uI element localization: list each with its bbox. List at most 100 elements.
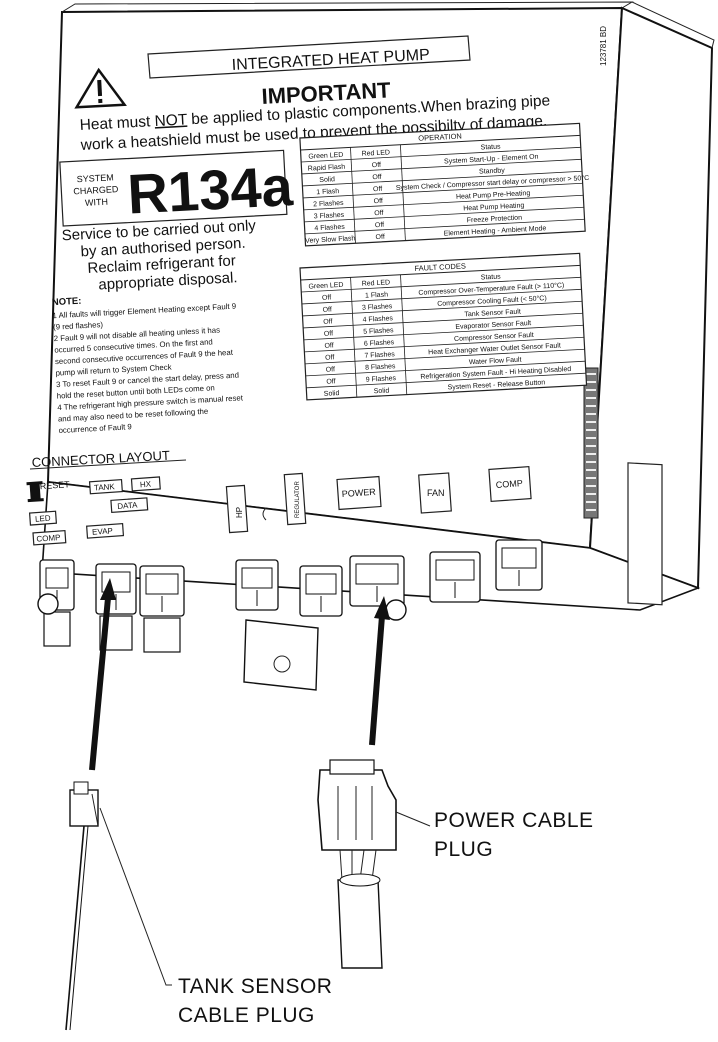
- operation-cell: Freeze Protection: [467, 214, 523, 224]
- side-code: 123781 BD: [599, 26, 608, 66]
- fault-cell: Off: [323, 318, 333, 325]
- connector-socket: [235, 559, 279, 611]
- operation-cell: 4 Flashes: [314, 224, 345, 233]
- connector-socket: [139, 565, 185, 653]
- tank-sensor-plug: [65, 781, 99, 1031]
- fault-header: Green LED: [308, 282, 343, 291]
- power-leader-line: [395, 811, 431, 827]
- note-line: occurrence of Fault 9: [58, 422, 132, 435]
- tank-box: [88, 478, 123, 495]
- fault-cell: 4 Flashes: [362, 315, 393, 324]
- operation-cell: 3 Flashes: [314, 212, 345, 221]
- comp-box: [488, 466, 532, 502]
- regulator-box: [283, 472, 307, 526]
- operation-header: Status: [481, 143, 502, 151]
- power-callout-line-1: POWER CABLE: [434, 809, 594, 832]
- fault-cell: Compressor Sensor Fault: [454, 332, 534, 343]
- reset-knob: [37, 593, 59, 615]
- fault-cell: 7 Flashes: [364, 351, 395, 360]
- fault-cell: Solid: [374, 387, 390, 395]
- tank-sensor-arrow: [89, 578, 116, 771]
- connector-layout-title: CONNECTOR LAYOUT: [31, 448, 170, 470]
- power-arrow: [369, 596, 390, 746]
- fault-cell: Water Flow Fault: [469, 357, 522, 367]
- note-line: (9 red flashes): [53, 320, 104, 332]
- tank-label: TANK: [94, 482, 116, 492]
- operation-cell: Off: [374, 210, 384, 217]
- tank-callout-line-1: TANK SENSOR: [178, 975, 333, 998]
- operation-cell: Solid: [319, 176, 335, 184]
- fault-cell: Off: [322, 294, 332, 301]
- operation-title: OPERATION: [418, 132, 462, 143]
- mounting-bracket: [243, 619, 319, 691]
- hp-box: [225, 484, 249, 534]
- fault-cell: 5 Flashes: [363, 327, 394, 336]
- refrigerant-box: SYSTEM CHARGED WITH R134a: [59, 149, 295, 227]
- fault-cell: Evaporator Sensor Fault: [455, 320, 531, 331]
- tank-callout-line-2: CABLE PLUG: [178, 1004, 315, 1027]
- fault-cell: Tank Sensor Fault: [464, 309, 521, 319]
- power-cable-callout: POWER CABLE PLUG: [434, 806, 594, 864]
- fault-cell: 1 Flash: [365, 291, 388, 299]
- power-callout-line-2: PLUG: [434, 838, 494, 861]
- fault-cell: Off: [324, 330, 334, 337]
- operation-cell: Off: [375, 222, 385, 229]
- fault-cell: Off: [324, 342, 334, 349]
- operation-cell: Heat Pump Pre-Heating: [456, 190, 531, 201]
- operation-cell: 1 Flash: [316, 188, 339, 196]
- fault-cell: 6 Flashes: [364, 339, 395, 348]
- led-label: LED: [35, 514, 51, 524]
- operation-header: Red LED: [361, 149, 390, 157]
- tank-sensor-callout: TANK SENSOR CABLE PLUG: [178, 972, 332, 1030]
- operation-cell: Off: [374, 198, 384, 205]
- fault-cell: 3 Flashes: [362, 303, 393, 312]
- fault-header: Red LED: [362, 279, 391, 287]
- connector-socket: [429, 551, 481, 603]
- fault-title: FAULT CODES: [414, 261, 466, 273]
- connector-socket: [299, 565, 343, 617]
- operation-cell: 2 Flashes: [313, 200, 344, 209]
- operation-cell: Rapid Flash: [308, 164, 346, 173]
- system-label-1: SYSTEM: [77, 172, 114, 184]
- power-label: POWER: [341, 487, 376, 499]
- fault-cell: Off: [322, 306, 332, 313]
- fault-cell: Solid: [324, 390, 340, 398]
- led-box: [28, 510, 58, 526]
- operation-cell: Off: [372, 174, 382, 181]
- connector-socket: [349, 555, 405, 607]
- evap-box: [86, 522, 125, 539]
- operation-cell: Very Slow Flash: [305, 235, 356, 245]
- refrigerant-code: R134a: [126, 154, 295, 226]
- system-label-3: WITH: [85, 197, 108, 208]
- side-vent: [583, 367, 663, 606]
- comp-small-label: COMP: [36, 533, 61, 544]
- comp-small-box: [32, 530, 67, 546]
- system-label-2: CHARGED: [73, 184, 119, 196]
- hp-label: HP: [235, 507, 244, 518]
- operation-header: Green LED: [308, 152, 343, 161]
- operation-cell: Off: [375, 234, 385, 241]
- operation-cell: Heat Pump Heating: [463, 202, 524, 212]
- data-label: DATA: [117, 501, 138, 511]
- operation-cell: Off: [373, 186, 383, 193]
- connector-socket: [39, 559, 75, 647]
- fan-box: [418, 472, 452, 514]
- operation-cell: Off: [372, 162, 382, 169]
- reset-label: RESET: [39, 479, 70, 491]
- fault-cell: 8 Flashes: [365, 363, 396, 372]
- fan-label: FAN: [427, 488, 445, 498]
- fault-cell: 9 Flashes: [366, 375, 397, 384]
- fault-cell: Off: [326, 366, 336, 373]
- reset-button-icon[interactable]: [29, 483, 41, 500]
- comp-label: COMP: [495, 478, 523, 490]
- tank-leader-line: [99, 807, 172, 986]
- power-box: [336, 475, 382, 511]
- connector-socket: [495, 539, 543, 591]
- power-cable-plug: [317, 759, 397, 969]
- operation-cell: Standby: [479, 167, 506, 175]
- fault-cell: Off: [325, 354, 335, 361]
- warning-triangle-icon: [74, 67, 127, 109]
